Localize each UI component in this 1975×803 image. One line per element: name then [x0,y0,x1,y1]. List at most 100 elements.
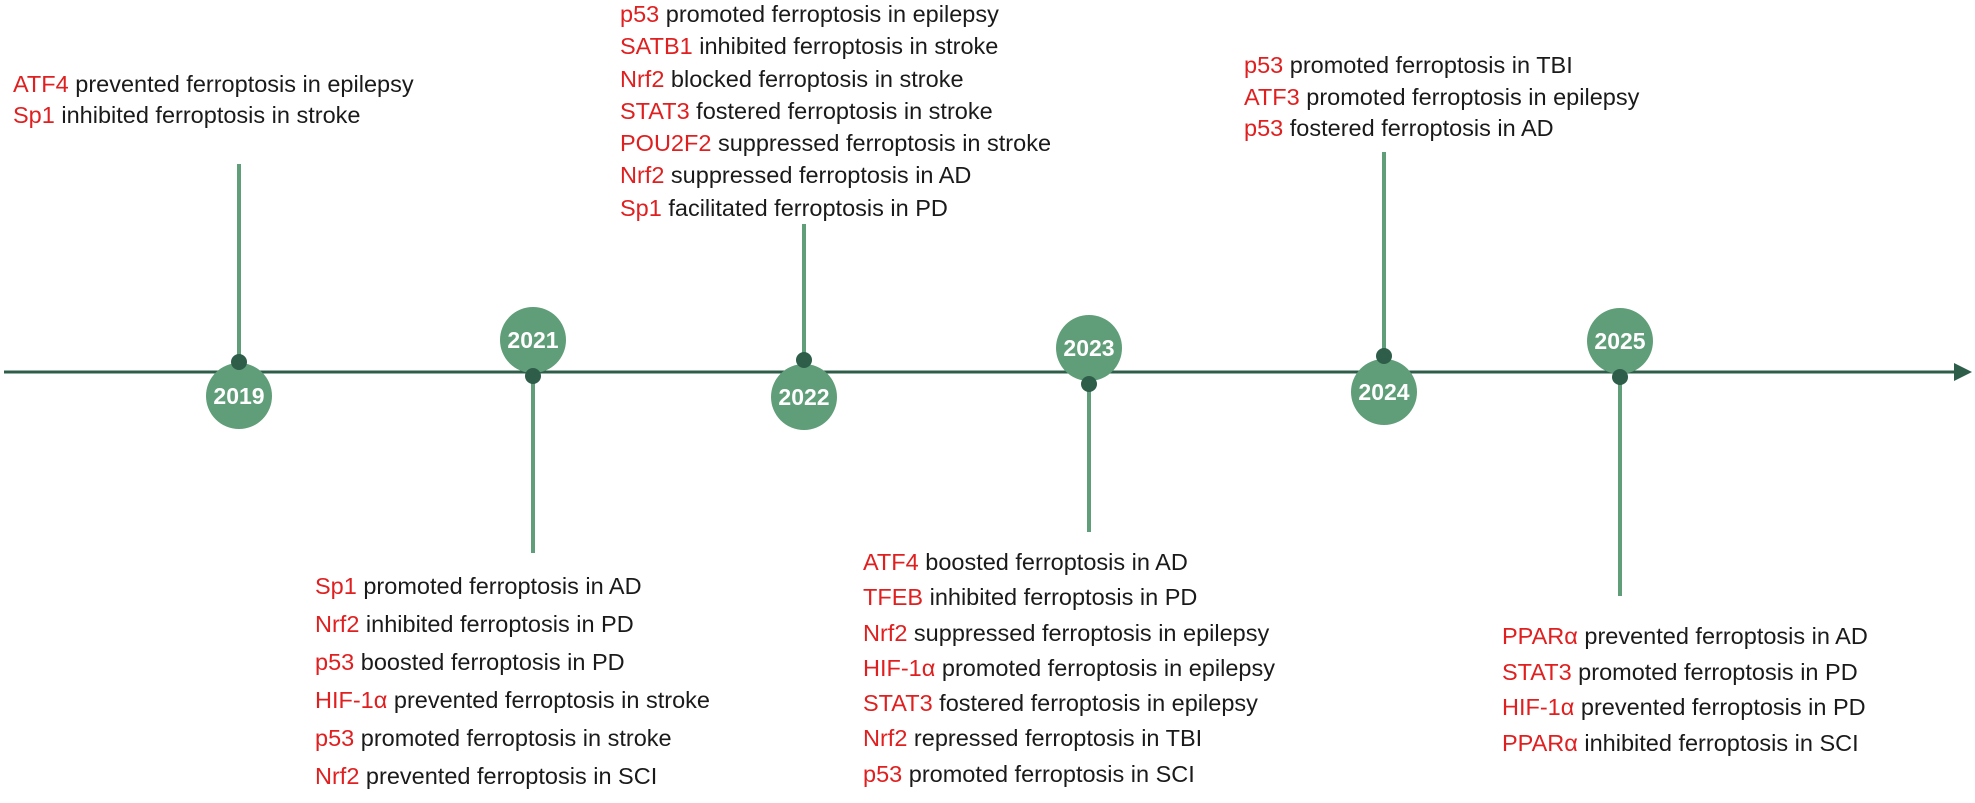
event-description: boosted ferroptosis in AD [918,549,1188,575]
year-marker-2021: 2021 [500,307,566,373]
event-factor: SATB1 [620,33,693,60]
year-marker-2019: 2019 [206,363,272,429]
event-factor: Sp1 [315,573,357,599]
event-description: suppressed ferroptosis in stroke [711,130,1052,157]
year-label: 2025 [1594,327,1646,354]
event-factor: STAT3 [863,690,933,717]
year-marker-2023: 2023 [1056,315,1122,381]
event-description: prevented ferroptosis in PD [1574,694,1866,720]
event-item: Nrf2 suppressed ferroptosis in epilepsy [863,619,1275,657]
event-item: Nrf2 prevented ferroptosis in SCI [315,763,710,803]
event-factor: Sp1 [13,102,55,128]
event-factor: ATF3 [1244,83,1300,110]
event-factor: p53 [315,649,355,675]
event-description: prevented ferroptosis in SCI [359,763,658,789]
event-factor: Sp1 [620,194,662,221]
event-item: HIF-1α promoted ferroptosis in epilepsy [863,654,1275,692]
event-factor: p53 [620,1,660,27]
event-factor: ATF4 [863,549,919,575]
event-item: Sp1 facilitated ferroptosis in PD [620,194,1051,229]
event-item: ATF3 promoted ferroptosis in epilepsy [1244,83,1639,118]
year-label: 2019 [213,382,265,409]
event-item: ATF4 boosted ferroptosis in AD [863,549,1275,586]
event-description: promoted ferroptosis in PD [1571,658,1858,685]
event-item: p53 promoted ferroptosis in stroke [315,725,710,765]
event-description: promoted ferroptosis in SCI [902,760,1195,787]
event-item: SATB1 inhibited ferroptosis in stroke [620,35,1051,67]
year-label: 2021 [507,326,559,353]
event-item: PPARα inhibited ferroptosis in SCI [1502,729,1868,768]
event-factor: p53 [863,760,903,787]
event-item: Nrf2 blocked ferroptosis in stroke [620,65,1051,100]
event-item: p53 boosted ferroptosis in PD [315,649,710,689]
event-description: inhibited ferroptosis in SCI [1577,729,1859,756]
event-item: p53 promoted ferroptosis in TBI [1244,52,1639,86]
year-marker-2024: 2024 [1351,359,1417,425]
event-factor: ATF4 [13,71,69,97]
event-factor: HIF-1α [1502,694,1575,720]
event-factor: STAT3 [620,97,690,124]
event-description: promoted ferroptosis in AD [356,573,642,599]
event-factor: HIF-1α [863,654,936,681]
event-item: Nrf2 inhibited ferroptosis in PD [315,611,710,651]
event-description: repressed ferroptosis in TBI [907,725,1203,752]
event-description: promoted ferroptosis in stroke [354,725,672,751]
event-item: POU2F2 suppressed ferroptosis in stroke [620,130,1052,164]
event-description: fostered ferroptosis in epilepsy [932,690,1258,717]
event-description: inhibited ferroptosis in PD [923,584,1198,611]
year-marker-2025: 2025 [1587,308,1653,374]
event-description: prevented ferroptosis in stroke [387,687,710,713]
event-description: fostered ferroptosis in AD [1283,115,1554,141]
event-description: suppressed ferroptosis in AD [664,162,972,189]
event-item: STAT3 fostered ferroptosis in stroke [620,97,1051,132]
event-item: PPARα prevented ferroptosis in AD [1502,623,1868,661]
event-description: prevented ferroptosis in epilepsy [68,71,414,97]
event-description: promoted ferroptosis in TBI [1283,52,1573,78]
event-description: inhibited ferroptosis in stroke [54,102,361,128]
year-marker-2022: 2022 [771,364,837,430]
event-factor: Nrf2 [863,725,908,752]
event-description: promoted ferroptosis in epilepsy [935,654,1275,681]
event-item: p53 promoted ferroptosis in epilepsy [620,1,1051,35]
event-factor: PPARα [1502,729,1578,756]
year-label: 2024 [1358,378,1410,405]
event-description: suppressed ferroptosis in epilepsy [907,619,1270,646]
event-item: Sp1 inhibited ferroptosis in stroke [13,102,414,135]
event-description: prevented ferroptosis in AD [1577,623,1868,649]
event-factor: HIF-1α [315,687,388,713]
event-item: Sp1 promoted ferroptosis in AD [315,573,710,613]
event-item: Nrf2 suppressed ferroptosis in AD [620,164,1051,196]
year-label: 2022 [778,383,830,410]
event-factor: p53 [1244,115,1284,141]
event-item: TFEB inhibited ferroptosis in PD [863,586,1275,621]
event-factor: Nrf2 [315,763,360,789]
event-description: promoted ferroptosis in epilepsy [659,1,999,27]
event-description: boosted ferroptosis in PD [354,649,625,675]
event-factor: p53 [1244,52,1284,78]
event-item: HIF-1α prevented ferroptosis in stroke [315,687,710,727]
event-item: p53 promoted ferroptosis in SCI [863,760,1275,798]
event-factor: POU2F2 [620,130,712,157]
event-description: inhibited ferroptosis in stroke [692,33,999,60]
year-label: 2023 [1063,334,1115,361]
timeline-arrowhead [1954,363,1972,381]
connector-lines [237,152,1622,596]
event-factor: Nrf2 [863,619,908,646]
event-description: facilitated ferroptosis in PD [661,194,948,221]
event-factor: Nrf2 [315,611,360,637]
event-description: blocked ferroptosis in stroke [664,65,964,92]
event-factor: TFEB [863,584,924,611]
event-factor: STAT3 [1502,658,1572,685]
event-description: fostered ferroptosis in stroke [689,97,993,124]
event-factor: PPARα [1502,623,1578,649]
event-item: ATF4 prevented ferroptosis in epilepsy [13,71,414,104]
event-item: p53 fostered ferroptosis in AD [1244,115,1639,149]
event-factor: p53 [315,725,355,751]
